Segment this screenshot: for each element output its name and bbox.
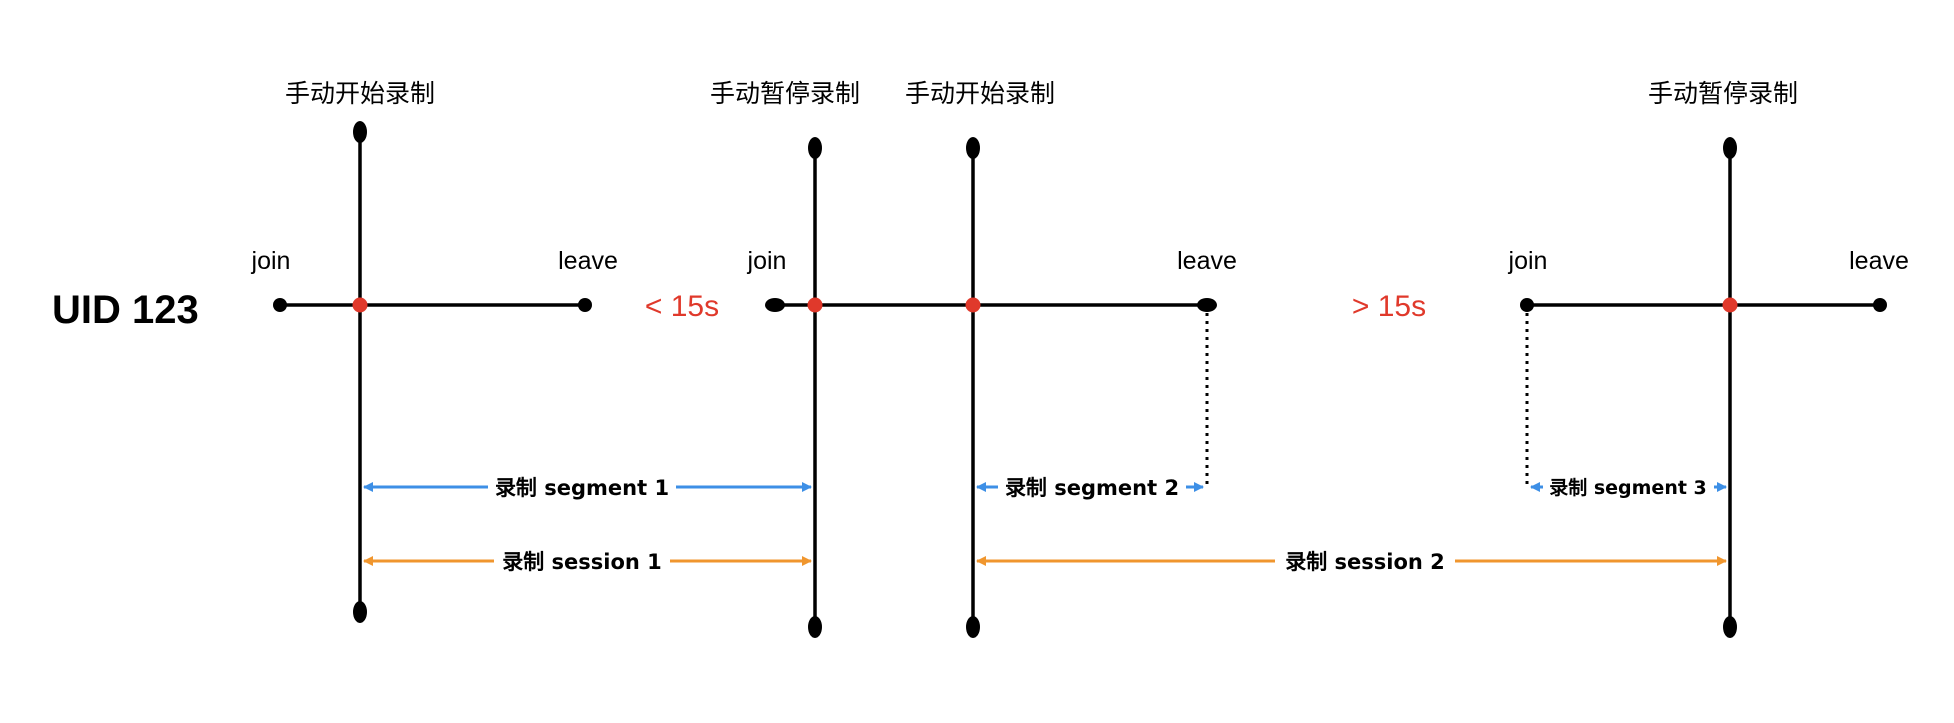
event-line-cap bbox=[808, 137, 822, 159]
event-intersection-dot bbox=[965, 297, 981, 313]
event-label-start-2: 手动开始录制 bbox=[905, 79, 1055, 108]
join-label-2: join bbox=[747, 247, 787, 275]
gap-label-under-15s: < 15s bbox=[645, 290, 719, 323]
event-intersection-dot bbox=[807, 297, 823, 313]
segment-3-label: 录制 segment 3 bbox=[1549, 476, 1707, 499]
segment-1-label: 录制 segment 1 bbox=[495, 476, 669, 500]
event-line-cap bbox=[1723, 137, 1737, 159]
leave-label-1: leave bbox=[558, 247, 618, 275]
join-dot-1 bbox=[273, 298, 287, 312]
leave-label-3: leave bbox=[1849, 247, 1909, 275]
event-line-cap bbox=[808, 616, 822, 638]
leave-dot-1 bbox=[578, 298, 592, 312]
event-line-cap bbox=[353, 601, 367, 623]
event-line-cap bbox=[353, 121, 367, 143]
event-label-start-1: 手动开始录制 bbox=[285, 79, 435, 108]
segment-2-label: 录制 segment 2 bbox=[1005, 476, 1179, 500]
join-label-1: join bbox=[251, 247, 291, 275]
event-intersection-dot bbox=[1722, 297, 1738, 313]
join-label-3: join bbox=[1508, 247, 1548, 275]
event-label-pause-2: 手动暂停录制 bbox=[1648, 79, 1798, 108]
gap-label-over-15s: > 15s bbox=[1352, 290, 1426, 323]
leave-label-2: leave bbox=[1177, 247, 1237, 275]
session-1-label: 录制 session 1 bbox=[502, 550, 662, 574]
join-dot-2 bbox=[765, 298, 785, 312]
event-intersection-dot bbox=[352, 297, 368, 313]
event-line-cap bbox=[1723, 616, 1737, 638]
event-line-cap bbox=[966, 616, 980, 638]
event-line-cap bbox=[966, 137, 980, 159]
event-label-pause-1: 手动暂停录制 bbox=[710, 79, 860, 108]
uid-label: UID 123 bbox=[52, 288, 199, 332]
leave-dot-3 bbox=[1873, 298, 1887, 312]
session-2-label: 录制 session 2 bbox=[1285, 550, 1445, 574]
